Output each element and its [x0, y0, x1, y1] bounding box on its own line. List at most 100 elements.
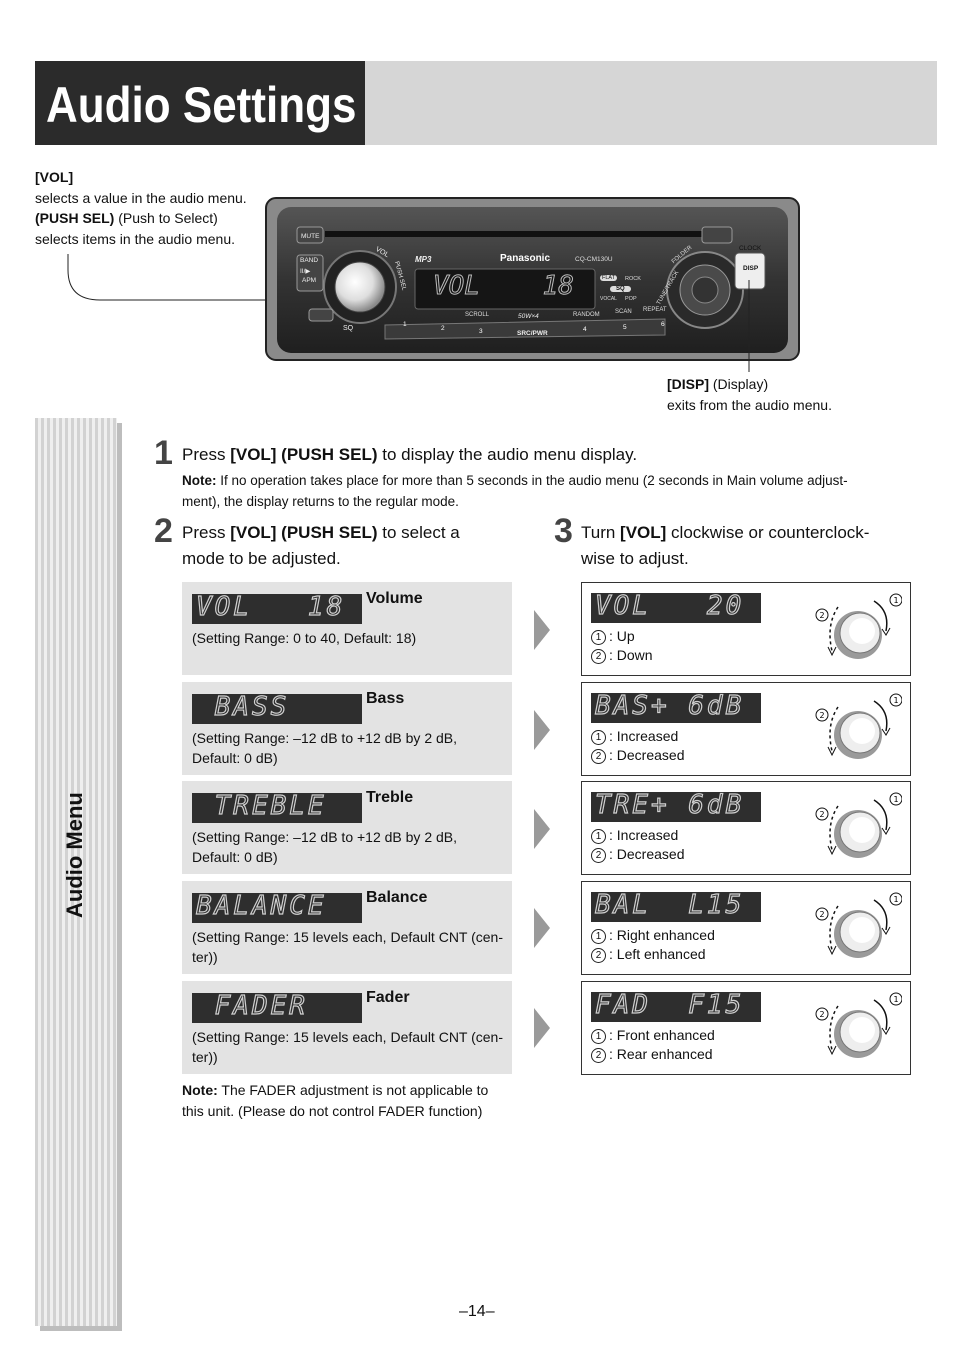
step-2-pre: Press — [182, 523, 231, 542]
svg-text:2: 2 — [819, 910, 824, 919]
lcd-display: BALANCE — [192, 890, 362, 923]
pop-indicator: POP — [625, 296, 637, 302]
circled-1-icon: 1 — [591, 929, 606, 944]
scroll-label: SCROLL — [465, 312, 490, 318]
sidebar-strip — [35, 418, 117, 1326]
title-box — [35, 61, 365, 145]
power-label: 50W×4 — [518, 313, 539, 320]
step-3-number: 3 — [554, 512, 573, 550]
circled-2-icon: 2 — [591, 1047, 606, 1063]
step-1-pre: Press — [182, 445, 231, 464]
fader-note-label: Note: — [182, 1082, 218, 1098]
result-fader-box: FAD F15 1: Front enhanced 2: Rear enhanc… — [581, 981, 911, 1075]
disp-desc-line: exits from the audio menu. — [667, 396, 832, 413]
result-options: 1: Front enhanced 2: Rear enhanced — [591, 1026, 715, 1063]
page-title: Audio Settings — [46, 77, 357, 133]
step-3-text: Turn [VOL] clockwise or counterclock- wi… — [581, 520, 869, 572]
arrow-icon — [534, 809, 550, 849]
fader-note-text2: this unit. (Please do not control FADER … — [182, 1102, 483, 1119]
svg-text:1: 1 — [893, 995, 898, 1004]
step-1-note-text2: ment), the display returns to the regula… — [182, 494, 459, 509]
lcd-text: FADER — [196, 990, 308, 1021]
lcd-text: BALANCE — [195, 890, 327, 921]
result-volume-box: VOL 20 1: Up 2: Down 1 2 — [581, 582, 911, 676]
push-sel-key-label: (PUSH SEL) — [35, 210, 115, 226]
disp-button-label: DISP — [743, 265, 759, 272]
option-1: : Increased — [609, 728, 679, 744]
step-2-number: 2 — [154, 512, 173, 550]
setting-name: Volume — [366, 590, 423, 607]
preset-1-label: 1 — [403, 321, 407, 328]
range-line2: ter)) — [192, 949, 218, 965]
lcd-display: VOL 18 — [192, 591, 362, 624]
arrow-icon — [534, 908, 550, 948]
circled-2-icon: 2 — [591, 847, 606, 863]
step-3-line2: wise to adjust. — [581, 549, 689, 568]
setting-name: Balance — [366, 889, 428, 906]
lcd-text: TREBLE — [196, 790, 327, 821]
unit-lcd-display: VOL 18 — [433, 271, 575, 302]
preset-2-label: 2 — [441, 325, 445, 332]
disp-paren: (Display) — [709, 376, 769, 392]
svg-text:2: 2 — [819, 1010, 824, 1019]
option-1: : Front enhanced — [609, 1027, 715, 1043]
step-1-note-text1: If no operation takes place for more tha… — [216, 473, 848, 488]
vol-description: [VOL] selects a value in the audio menu.… — [35, 167, 265, 249]
fader-note-text1: The FADER adjustment is not applicable t… — [217, 1082, 489, 1098]
preset-5-label: 5 — [623, 324, 627, 331]
result-lcd-text: BAS+ 6dB — [594, 690, 745, 721]
band-sub-label: II/▶ — [300, 268, 311, 275]
model-label: CQ-CM130U — [575, 256, 613, 263]
step-1-post: to display the audio menu display. — [377, 445, 638, 464]
svg-text:1: 1 — [893, 795, 898, 804]
setting-volume-box: VOL 18 Volume (Setting Range: 0 to 40, D… — [182, 582, 512, 675]
vocal-indicator: VOCAL — [600, 296, 617, 302]
rotate-knob-icon: 1 2 — [815, 593, 902, 659]
mute-button-label: MUTE — [301, 233, 320, 240]
step-1-note: Note: If no operation takes place for mo… — [182, 470, 902, 512]
vol-key-label: [VOL] — [35, 169, 74, 185]
disp-callout-line — [748, 280, 750, 372]
lcd-display: TREBLE — [192, 790, 362, 823]
circled-1-icon: 1 — [591, 829, 606, 844]
clock-label: CLOCK — [739, 245, 762, 252]
step-2-post: to select a — [377, 523, 460, 542]
result-lcd: BAS+ 6dB — [591, 690, 761, 723]
page-number: –14– — [459, 1303, 495, 1320]
vol-desc-line2: selects items in the audio menu. — [35, 230, 235, 247]
flat-indicator: FLAT — [600, 275, 618, 281]
result-lcd: BAL L15 — [591, 889, 761, 922]
setting-range: (Setting Range: 0 to 40, Default: 18) — [192, 628, 504, 648]
random-label: RANDOM — [573, 312, 600, 318]
arrow-icon — [534, 610, 550, 650]
result-lcd: TRE+ 6dB — [591, 789, 761, 822]
range-line2: Default: 0 dB) — [192, 750, 278, 766]
range-line1: (Setting Range: 15 levels each, Default … — [192, 1029, 504, 1045]
circled-2-icon: 2 — [591, 648, 606, 664]
result-bass-box: BAS+ 6dB 1: Increased 2: Decreased 1 2 — [581, 682, 911, 776]
preset-4-label: 4 — [583, 326, 587, 333]
svg-text:2: 2 — [819, 711, 824, 720]
band-button-label: BAND — [300, 257, 319, 264]
rotate-knob-icon: 1 2 — [815, 992, 902, 1058]
sq-indicator: SQ — [610, 286, 631, 292]
setting-bass-box: BASS Bass (Setting Range: –12 dB to +12 … — [182, 682, 512, 775]
scan-label: SCAN — [615, 309, 632, 315]
result-options: 1: Right enhanced 2: Left enhanced — [591, 926, 715, 963]
rock-indicator: ROCK — [625, 276, 641, 282]
vol-callout-line — [67, 254, 350, 301]
range-line1: (Setting Range: –12 dB to +12 dB by 2 dB… — [192, 829, 458, 845]
setting-name: Treble — [366, 789, 414, 806]
preset-6-label: 6 — [661, 321, 665, 328]
arrow-icon — [534, 1008, 550, 1048]
option-1: : Right enhanced — [609, 927, 715, 943]
range-line2: ter)) — [192, 1049, 218, 1065]
option-1: : Increased — [609, 827, 679, 843]
option-2: : Decreased — [609, 746, 685, 763]
disp-description: [DISP] (Display) exits from the audio me… — [667, 374, 832, 415]
circled-1-icon: 1 — [591, 730, 606, 745]
result-balance-box: BAL L15 1: Right enhanced 2: Left enhanc… — [581, 881, 911, 975]
disp-key-label: [DISP] — [667, 376, 709, 392]
step-2-line2: mode to be adjusted. — [182, 549, 341, 568]
range-line2: Default: 0 dB) — [192, 849, 278, 865]
